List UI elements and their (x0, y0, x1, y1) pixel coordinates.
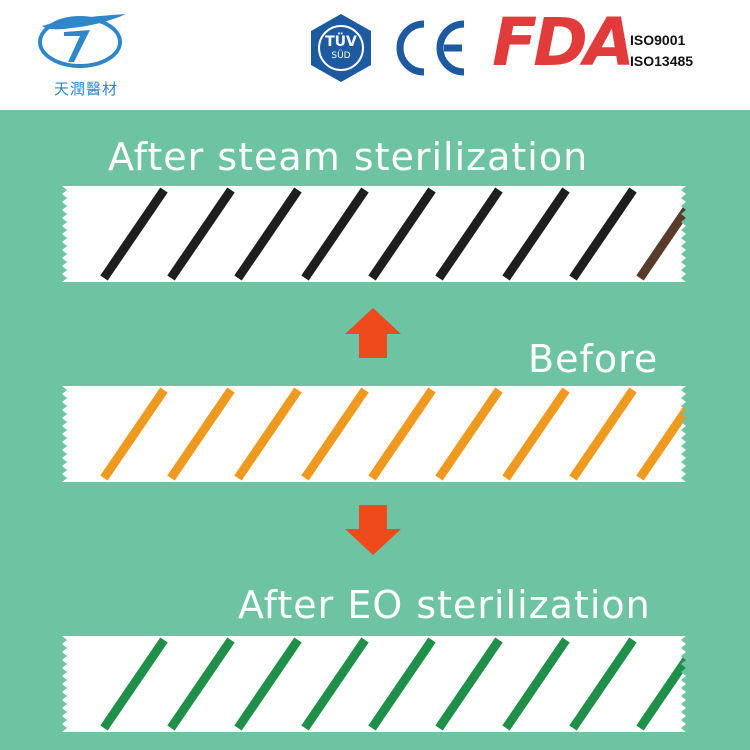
tape-stripes-before (62, 386, 686, 482)
stripe-before-4 (301, 387, 369, 481)
iso-9001: ISO9001 (630, 32, 686, 48)
stripe-steam-6 (435, 187, 503, 281)
stripe-steam-8 (569, 187, 637, 281)
label-after-steam: After steam sterilization (108, 135, 589, 179)
tape-edge-steam-left (62, 186, 67, 282)
ce-mark: CE (390, 12, 470, 84)
stripe-eo-1 (100, 637, 168, 731)
company-name: 天潤醫材 (53, 80, 118, 98)
stripe-before-5 (368, 387, 436, 481)
tape-after-eo (62, 636, 686, 732)
fda-text: FDA (492, 4, 635, 81)
stripe-eo-9 (636, 652, 686, 731)
stripe-eo-6 (435, 637, 503, 731)
stripe-before-7 (502, 387, 570, 481)
tuv-top-text: TÜV (325, 34, 357, 50)
stripe-eo-4 (301, 637, 369, 731)
tape-edge-before-left (62, 386, 67, 482)
stripe-steam-2 (167, 187, 235, 281)
stripe-eo-2 (167, 637, 235, 731)
iso-certifications: ISO9001 ISO13485 (630, 30, 693, 72)
tape-edge-eo-left (62, 636, 67, 732)
fda-logo: FDA (492, 10, 635, 80)
label-after-eo: After EO sterilization (238, 583, 651, 627)
stripe-eo-3 (234, 637, 302, 731)
arrow-up-icon (345, 308, 401, 358)
header: 天潤醫材 TÜV SÜD CE FDA ISO9001 ISO13485 (0, 0, 750, 110)
tuv-sud-badge: TÜV SÜD (305, 12, 377, 84)
tianrun-logo-icon (38, 14, 126, 68)
tape-stripes-steam (62, 186, 686, 282)
stripe-steam-5 (368, 187, 436, 281)
iso-13485: ISO13485 (630, 53, 694, 69)
stripe-before-9 (636, 402, 686, 481)
tape-edge-eo-right (681, 636, 686, 732)
stripe-before-3 (234, 387, 302, 481)
tape-after-steam (62, 186, 686, 282)
stripe-eo-7 (502, 637, 570, 731)
tape-stripes-eo (62, 636, 686, 732)
label-before: Before (528, 337, 659, 381)
tape-edge-before-right (681, 386, 686, 482)
stripe-before-2 (167, 387, 235, 481)
tape-before (62, 386, 686, 482)
stripe-steam-9 (636, 202, 686, 281)
tape-edge-steam-right (681, 186, 686, 282)
stripe-steam-7 (502, 187, 570, 281)
stripe-steam-3 (234, 187, 302, 281)
stripe-before-6 (435, 387, 503, 481)
company-logo: 天潤醫材 (28, 8, 128, 98)
tuv-bottom-text: SÜD (331, 51, 351, 61)
stripe-steam-4 (301, 187, 369, 281)
arrow-down-icon (345, 505, 401, 555)
stripe-before-8 (569, 387, 637, 481)
stripe-eo-5 (368, 637, 436, 731)
stripe-steam-1 (100, 187, 168, 281)
stripe-eo-8 (569, 637, 637, 731)
stripe-before-1 (100, 387, 168, 481)
